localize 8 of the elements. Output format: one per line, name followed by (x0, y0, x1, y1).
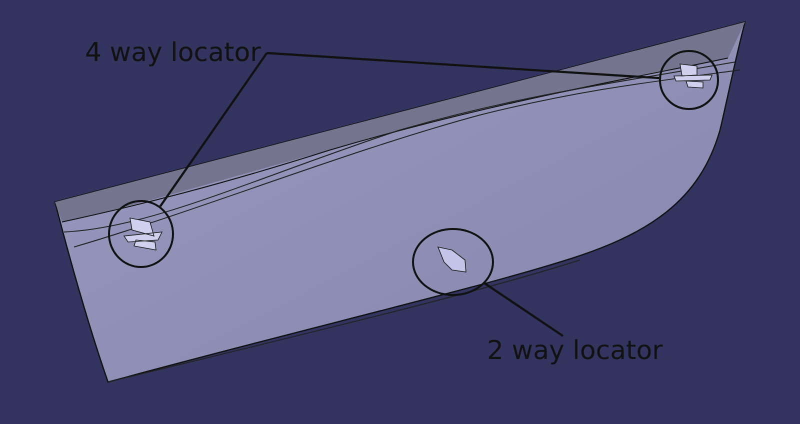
leader-line (484, 282, 564, 337)
highlight-circle (108, 200, 174, 268)
leader-line (266, 52, 660, 80)
leader-line (159, 52, 268, 207)
highlight-circle (659, 50, 719, 110)
callout-label: 2 way locator (487, 334, 663, 368)
highlight-circle (412, 228, 494, 296)
callout-label: 4 way locator (85, 36, 261, 70)
